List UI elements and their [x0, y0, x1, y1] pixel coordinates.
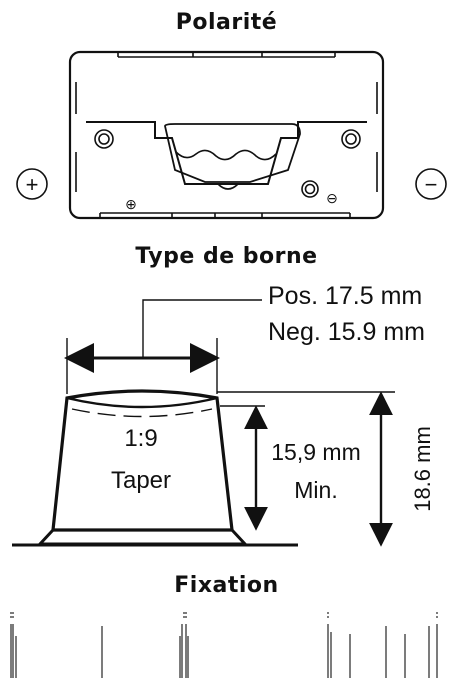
- handle-tab: [217, 183, 239, 190]
- negative-symbol-glyph: −: [425, 172, 438, 197]
- diameter-negative-label: Neg. 15.9 mm: [268, 318, 425, 346]
- fixation-diagram: [10, 612, 438, 678]
- terminal-post: [51, 389, 234, 532]
- recess-outline: [86, 121, 367, 185]
- bottom-edge-ribs: [99, 212, 351, 218]
- polarity-diagram: ⊕ ⊖ + −: [16, 50, 447, 220]
- min-height-label: Min.: [294, 477, 337, 503]
- side-ribs: [75, 82, 378, 192]
- fixation-title: Fixation: [174, 573, 279, 598]
- diameter-positive-label: Pos. 17.5 mm: [268, 282, 422, 310]
- min-height-value: 15,9 mm: [271, 439, 360, 465]
- handle-outline: [164, 123, 301, 183]
- positive-symbol: +: [16, 168, 48, 200]
- polarity-title: Polarité: [175, 10, 278, 35]
- negative-symbol: −: [415, 168, 447, 200]
- battery-top-outline: [68, 50, 385, 220]
- right-screw: [341, 129, 361, 149]
- fixation-lines: [10, 612, 438, 678]
- taper-word: Taper: [111, 467, 171, 494]
- diameter-leader-line: [142, 299, 262, 358]
- small-negative-mark: ⊖: [326, 190, 338, 206]
- terminal-base: [36, 528, 249, 546]
- terminal-top-rim: [66, 396, 218, 409]
- top-edge-ribs: [117, 52, 336, 58]
- terminal-inner-dash: [71, 408, 213, 418]
- terminal-diagram: Pos. 17.5 mm Neg. 15.9 mm 1:9 Taper 15,9…: [12, 282, 435, 547]
- positive-symbol-glyph: +: [26, 172, 39, 197]
- terminal-type-title: Type de borne: [135, 244, 318, 269]
- vent-cap: [301, 180, 319, 198]
- handle-wave: [175, 149, 277, 161]
- left-screw: [94, 129, 114, 149]
- small-positive-mark: ⊕: [125, 196, 137, 212]
- total-height-label: 18.6 mm: [410, 426, 435, 512]
- taper-ratio: 1:9: [124, 425, 157, 452]
